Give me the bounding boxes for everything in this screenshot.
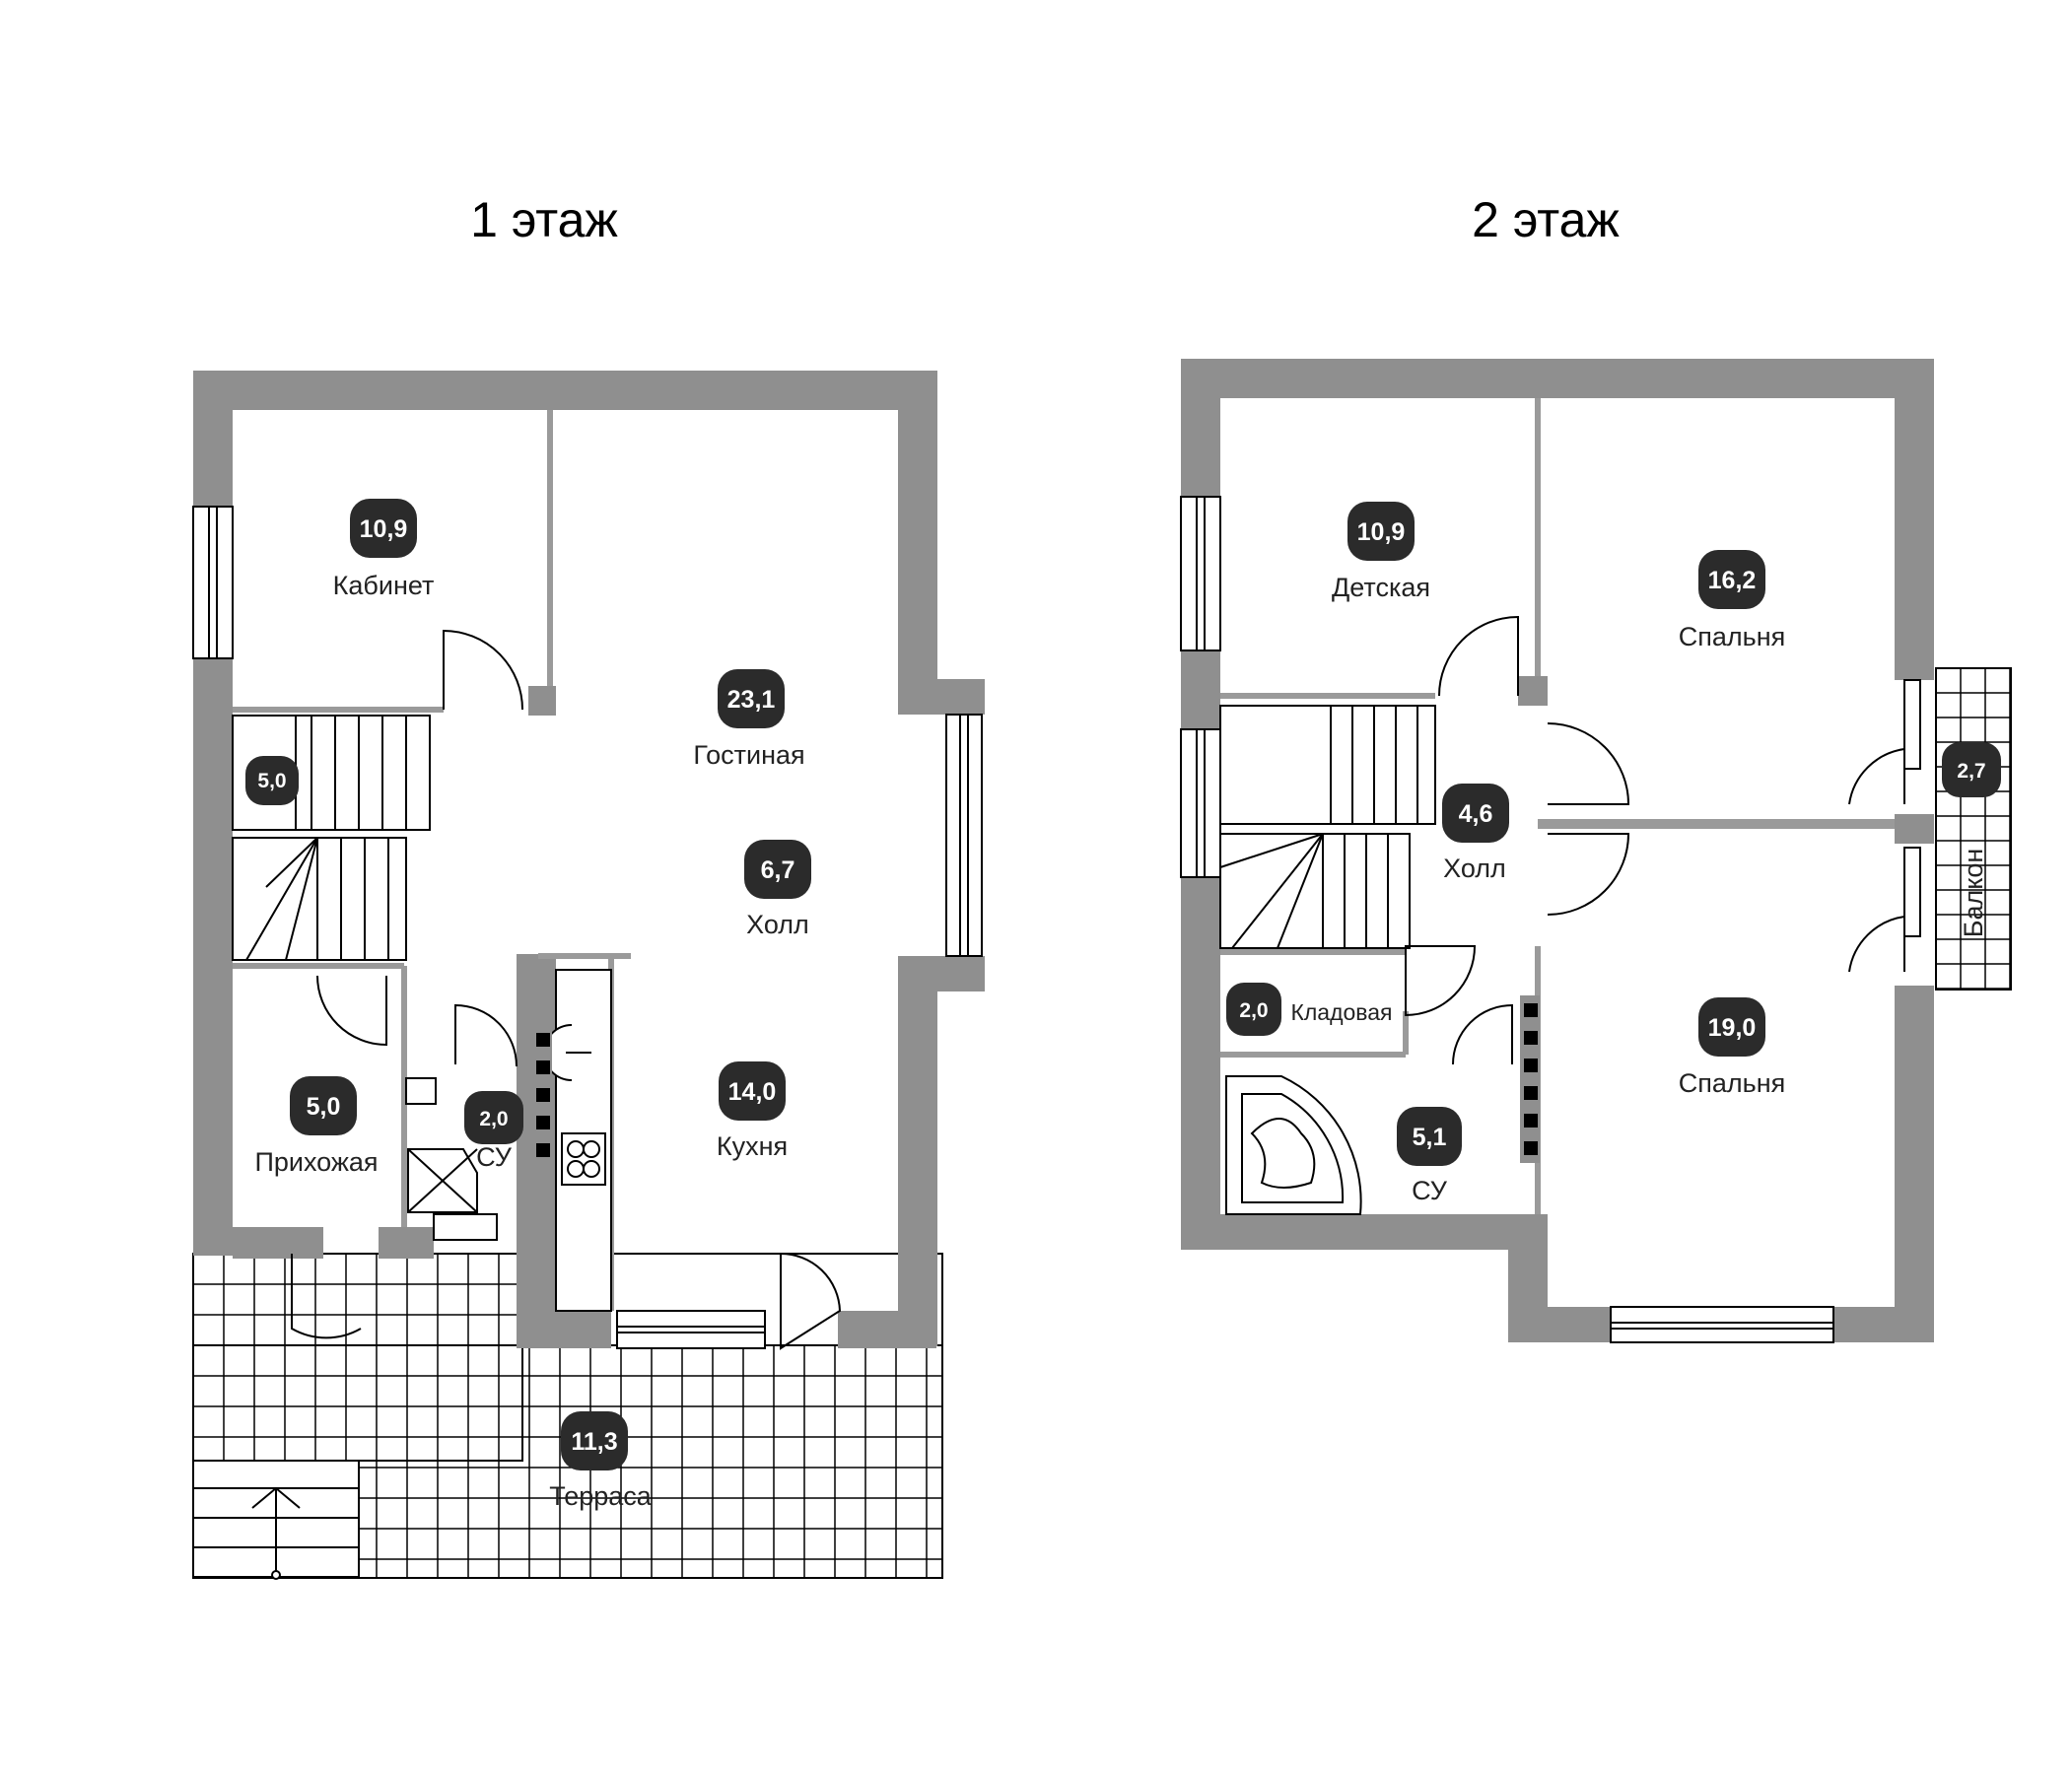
room-name: Терраса bbox=[549, 1481, 653, 1511]
area-badge bbox=[1226, 983, 1281, 1036]
room-name: Кухня bbox=[717, 1131, 788, 1161]
floor-2-plan: 10,9 Детская 16,2 Спальня 2,7 Балкон 4,6… bbox=[1180, 359, 2012, 1343]
room-balcony: 2,7 Балкон bbox=[1942, 742, 2001, 937]
floor-1-staircase bbox=[232, 715, 431, 961]
floor-1-windows bbox=[192, 506, 983, 1349]
room-bath-2: 5,1 СУ bbox=[1397, 1107, 1462, 1205]
room-name: Холл bbox=[1443, 854, 1506, 883]
room-name: Детская bbox=[1332, 573, 1430, 602]
area-value: 6,7 bbox=[761, 856, 795, 884]
terrace-tile-grid bbox=[192, 1253, 942, 1578]
room-name: Гостиная bbox=[693, 740, 804, 770]
room-terrace: 11,3 Терраса bbox=[549, 1411, 653, 1511]
room-name: Балкон bbox=[1959, 849, 1988, 938]
area-value: 16,2 bbox=[1708, 567, 1757, 594]
area-value: 14,0 bbox=[728, 1078, 777, 1106]
floor-1-fixtures bbox=[405, 969, 612, 1312]
area-value: 2,0 bbox=[479, 1108, 508, 1130]
room-kids: 10,9 Детская bbox=[1332, 502, 1430, 602]
room-storage: 2,0 Кладовая bbox=[1226, 983, 1393, 1036]
area-value: 5,0 bbox=[257, 770, 286, 792]
floor-2-staircase bbox=[1219, 705, 1436, 949]
room-bedroom-1: 16,2 Спальня bbox=[1679, 550, 1786, 651]
room-name: Кабинет bbox=[333, 571, 435, 600]
area-badge bbox=[744, 840, 811, 899]
room-name: СУ bbox=[476, 1142, 513, 1172]
area-badge bbox=[561, 1411, 628, 1470]
room-name: Прихожая bbox=[254, 1147, 378, 1177]
room-name: Спальня bbox=[1679, 622, 1786, 651]
area-badge bbox=[1698, 550, 1765, 609]
room-kitchen: 14,0 Кухня bbox=[717, 1061, 788, 1161]
balcony-area bbox=[1935, 667, 2012, 991]
room-office: 10,9 Кабинет bbox=[333, 499, 435, 600]
area-badge bbox=[1698, 997, 1765, 1057]
area-value: 10,9 bbox=[360, 515, 408, 543]
room-name: Кладовая bbox=[1290, 999, 1392, 1025]
area-badge bbox=[719, 1061, 786, 1121]
room-entry: 5,0 Прихожая bbox=[254, 1076, 379, 1177]
floor-1-plan: 10,9 Кабинет 5,0 23,1 Гостиная 6,7 Холл … bbox=[192, 371, 985, 1580]
floor-1-title: 1 этаж bbox=[470, 192, 618, 247]
area-value: 2,0 bbox=[1239, 999, 1268, 1022]
floor-1-doors bbox=[291, 629, 842, 1350]
floor-2-doors bbox=[1405, 615, 1905, 1065]
area-badge bbox=[350, 499, 417, 558]
area-value: 19,0 bbox=[1708, 1014, 1757, 1042]
room-name: СУ bbox=[1412, 1176, 1448, 1205]
room-stair-area: 5,0 bbox=[245, 756, 299, 805]
room-living: 23,1 Гостиная bbox=[693, 669, 805, 770]
room-name: Спальня bbox=[1679, 1068, 1786, 1098]
room-hall-2: 4,6 Холл bbox=[1442, 784, 1509, 883]
room-bath: 2,0 СУ bbox=[464, 1091, 523, 1172]
floor-2-fixtures bbox=[1225, 995, 1540, 1215]
area-badge bbox=[1397, 1107, 1462, 1166]
area-value: 11,3 bbox=[571, 1428, 617, 1456]
area-badge bbox=[290, 1076, 357, 1135]
floor-2-title: 2 этаж bbox=[1472, 192, 1620, 247]
floor-2-windows bbox=[1180, 496, 1921, 1343]
area-value: 2,7 bbox=[1957, 760, 1985, 783]
floor-2-interior-lines bbox=[1220, 398, 1895, 1214]
area-value: 5,0 bbox=[307, 1093, 341, 1121]
area-badge bbox=[718, 669, 785, 728]
terrace-steps bbox=[192, 1460, 360, 1580]
terrace-area bbox=[192, 1253, 943, 1580]
area-badge bbox=[245, 756, 299, 805]
area-badge bbox=[1942, 742, 2001, 797]
room-hall: 6,7 Холл bbox=[744, 840, 811, 939]
area-value: 4,6 bbox=[1459, 800, 1493, 828]
area-value: 10,9 bbox=[1357, 518, 1406, 546]
room-name: Холл bbox=[746, 910, 809, 939]
area-value: 5,1 bbox=[1413, 1124, 1447, 1151]
area-badge bbox=[1347, 502, 1415, 561]
room-bedroom-2: 19,0 Спальня bbox=[1679, 997, 1786, 1098]
area-badge bbox=[464, 1091, 523, 1144]
area-value: 23,1 bbox=[727, 686, 776, 714]
area-badge bbox=[1442, 784, 1509, 843]
